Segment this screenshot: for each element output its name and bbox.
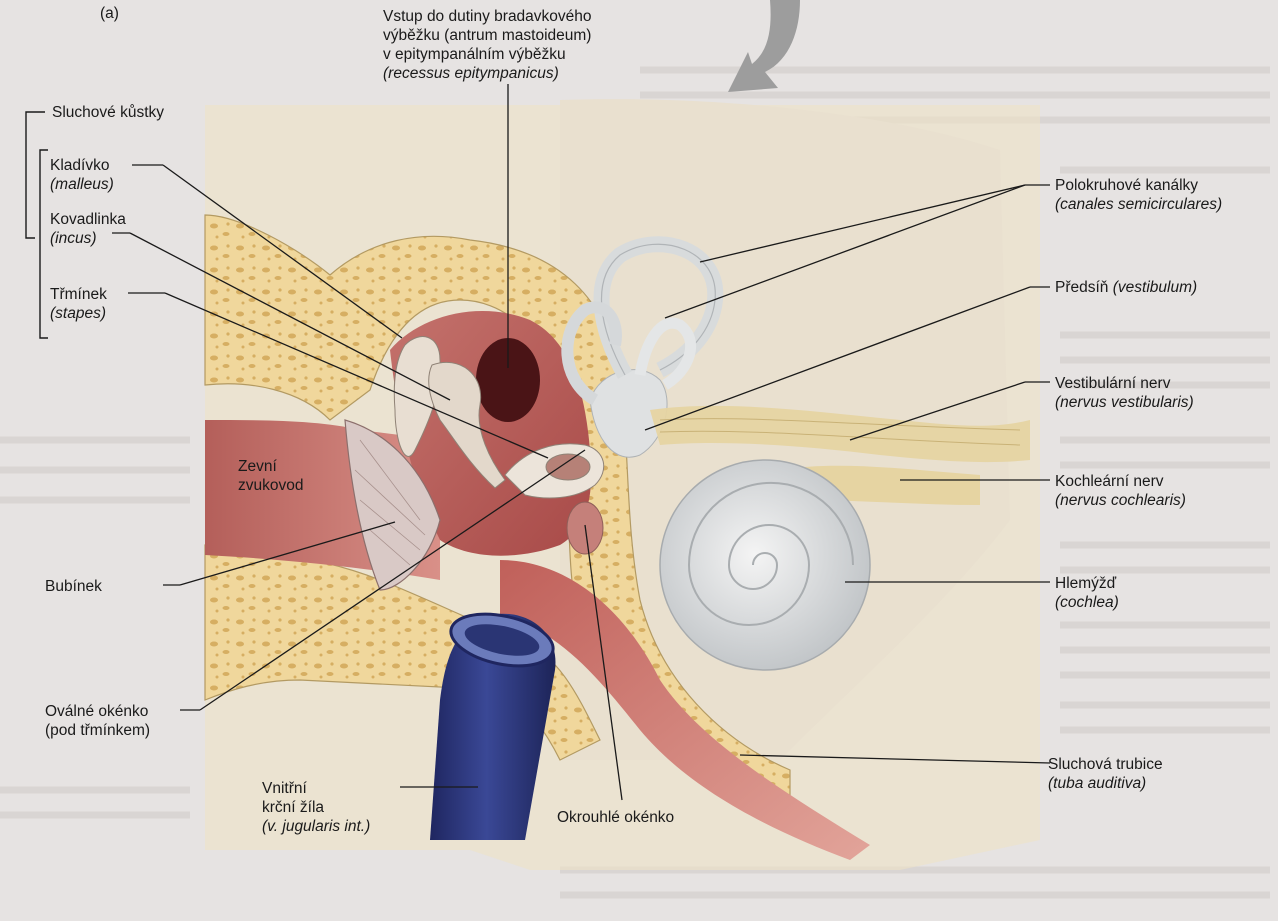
semicircular-canal-3 bbox=[561, 301, 622, 406]
label-external-ear-canal: Zevní zvukovod bbox=[238, 457, 303, 495]
orientation-arrow bbox=[728, 0, 800, 92]
semicircular-name: Polokruhové kanálky bbox=[1055, 177, 1199, 194]
label-jugular-vein: Vnitřní krční žíla (v. jugularis int.) bbox=[262, 779, 370, 836]
stapes-name: Třmínek bbox=[50, 286, 107, 303]
ear-canal-line1: Zevní bbox=[238, 458, 277, 475]
label-round-window: Okrouhlé okénko bbox=[557, 809, 675, 826]
malleus-bone bbox=[393, 336, 441, 457]
vestibule-latin: (vestibulum) bbox=[1112, 279, 1198, 296]
internal-jugular-vein bbox=[430, 613, 556, 840]
semicircular-latin: (canales semicirculares) bbox=[1055, 196, 1223, 213]
antrum-latin: (recessus epitympanicus) bbox=[383, 65, 559, 82]
antrum-line2: výběžku (antrum mastoideum) bbox=[383, 27, 592, 44]
vestibular-nerve-latin: (nervus vestibularis) bbox=[1055, 394, 1194, 411]
cochlea-shell bbox=[659, 459, 871, 671]
cochlea-name: Hlemýžď bbox=[1055, 575, 1117, 592]
incus-bone bbox=[428, 361, 506, 489]
jugular-line1: Vnitřní bbox=[262, 780, 307, 797]
label-cochlea: Hlemýžď (cochlea) bbox=[1055, 574, 1119, 612]
vestibule-name: Předsíň bbox=[1055, 279, 1109, 296]
mastoid-antrum-opening bbox=[476, 338, 540, 422]
label-eardrum: Bubínek bbox=[45, 578, 102, 595]
label-oval-window: Oválné okénko (pod třmínkem) bbox=[45, 702, 150, 740]
incus-name: Kovadlinka bbox=[50, 211, 126, 228]
malleus-name: Kladívko bbox=[50, 157, 110, 174]
ossicles-bracket bbox=[25, 111, 48, 339]
jugular-latin: (v. jugularis int.) bbox=[262, 818, 371, 835]
semicircular-canal-2 bbox=[634, 317, 697, 390]
stapes-latin: (stapes) bbox=[50, 305, 106, 322]
panel-label: (a) bbox=[100, 5, 119, 22]
label-malleus: Kladívko (malleus) bbox=[50, 156, 114, 194]
vestibular-nerve-name: Vestibulární nerv bbox=[1055, 375, 1171, 392]
label-stapes: Třmínek (stapes) bbox=[50, 285, 107, 323]
label-ossicles: Sluchové kůstky bbox=[52, 104, 164, 121]
auditory-tube-latin: (tuba auditiva) bbox=[1048, 775, 1147, 792]
ear-canal-line2: zvukovod bbox=[238, 477, 304, 494]
label-cochlear-nerve: Kochleární nerv (nervus cochlearis) bbox=[1055, 472, 1186, 510]
cochlea-latin: (cochlea) bbox=[1055, 594, 1119, 611]
oval-window-line2: (pod třmínkem) bbox=[45, 722, 151, 739]
label-vestibule: Předsíň (vestibulum) bbox=[1055, 278, 1197, 297]
label-incus: Kovadlinka (incus) bbox=[50, 210, 126, 248]
auditory-tube bbox=[500, 560, 870, 860]
vestibular-nerve-bundle bbox=[650, 405, 1030, 463]
antrum-line1: Vstup do dutiny bradavkového bbox=[383, 8, 592, 25]
cochlear-nerve-name: Kochleární nerv bbox=[1055, 473, 1164, 490]
label-antrum: Vstup do dutiny bradavkového výběžku (an… bbox=[383, 7, 592, 83]
label-semicircular-canals: Polokruhové kanálky (canales semicircula… bbox=[1055, 176, 1222, 214]
label-auditory-tube: Sluchová trubice (tuba auditiva) bbox=[1048, 755, 1163, 793]
cochlear-nerve-latin: (nervus cochlearis) bbox=[1055, 492, 1186, 509]
leader-lines bbox=[112, 84, 1051, 801]
jugular-line2: krční žíla bbox=[262, 799, 325, 816]
antrum-line3: v epitympanálním výběžku bbox=[383, 46, 566, 63]
label-vestibular-nerve: Vestibulární nerv (nervus vestibularis) bbox=[1055, 374, 1194, 412]
auditory-tube-name: Sluchová trubice bbox=[1048, 756, 1163, 773]
malleus-latin: (malleus) bbox=[50, 176, 114, 193]
incus-latin: (incus) bbox=[50, 230, 97, 247]
oval-window-line1: Oválné okénko bbox=[45, 703, 149, 720]
